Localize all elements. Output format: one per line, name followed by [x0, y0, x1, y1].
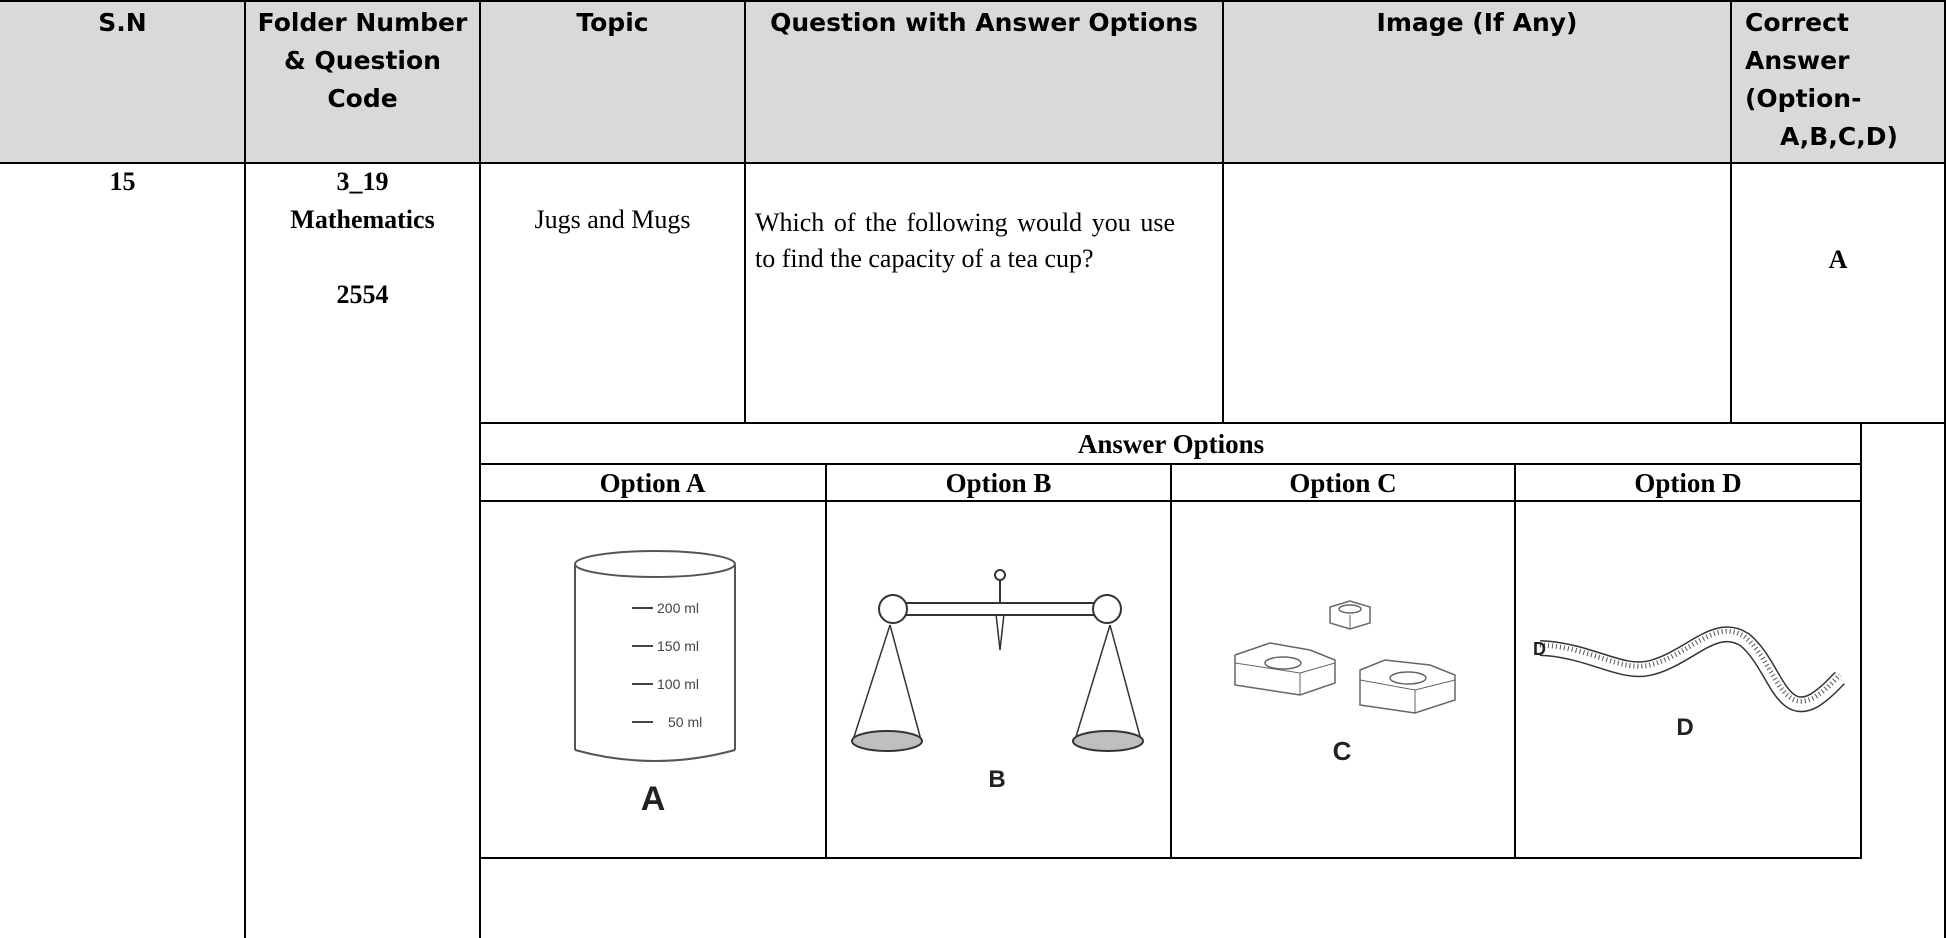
header-question: Question with Answer Options: [770, 8, 1198, 37]
divider: [825, 463, 827, 859]
option-d-image-letter: D: [1676, 714, 1693, 741]
row-folder-code: 3_19: [336, 167, 389, 196]
hexagonal-nuts-image: C: [1234, 600, 1456, 766]
divider: [1730, 0, 1732, 422]
row-topic: Jugs and Mugs: [534, 205, 691, 234]
option-a-label: Option A: [599, 468, 706, 498]
row-question: Which of the following would you use to …: [755, 208, 1175, 273]
beaker-mark-50: 50 ml: [668, 714, 702, 730]
divider: [244, 0, 246, 938]
beaker-mark-100: 100 ml: [657, 676, 699, 692]
option-c-label: Option C: [1289, 468, 1397, 498]
header-image: Image (If Any): [1376, 8, 1578, 37]
option-d-label: Option D: [1634, 468, 1742, 498]
option-c-image-letter: C: [1333, 736, 1352, 766]
divider: [1514, 463, 1516, 859]
beaker-mark-150: 150 ml: [657, 638, 699, 654]
measuring-tape-image: D D: [1533, 626, 1846, 741]
row-subject: Mathematics: [290, 205, 435, 234]
header-topic: Topic: [576, 8, 649, 37]
option-a-image-letter: A: [641, 780, 666, 818]
row-correct-answer: A: [1828, 245, 1848, 274]
answer-options-title: Answer Options: [1077, 429, 1265, 459]
row-sn: 15: [109, 167, 136, 196]
option-b-image-letter: B: [988, 766, 1005, 793]
divider: [480, 422, 1946, 424]
divider: [1170, 463, 1172, 859]
header-correct-answer: Correct Answer (Option- A,B,C,D): [1745, 8, 1898, 151]
divider: [1860, 422, 1862, 859]
divider: [1944, 0, 1946, 938]
beaker-mark-200: 200 ml: [657, 600, 699, 616]
divider: [479, 0, 481, 938]
table-header: [0, 0, 1946, 163]
divider: [0, 0, 1946, 2]
divider: [1222, 0, 1224, 422]
balance-scale-image: B: [851, 569, 1144, 793]
option-b-label: Option B: [945, 468, 1052, 498]
header-folder: Folder Number & Question Code: [257, 8, 468, 113]
row-question-code: 2554: [336, 280, 389, 309]
measuring-beaker-image: 200 ml 150 ml 100 ml 50 ml A: [574, 550, 736, 818]
divider: [744, 0, 746, 422]
tape-end-letter: D: [1533, 639, 1546, 659]
divider: [0, 162, 1946, 164]
header-sn: S.N: [98, 8, 147, 37]
